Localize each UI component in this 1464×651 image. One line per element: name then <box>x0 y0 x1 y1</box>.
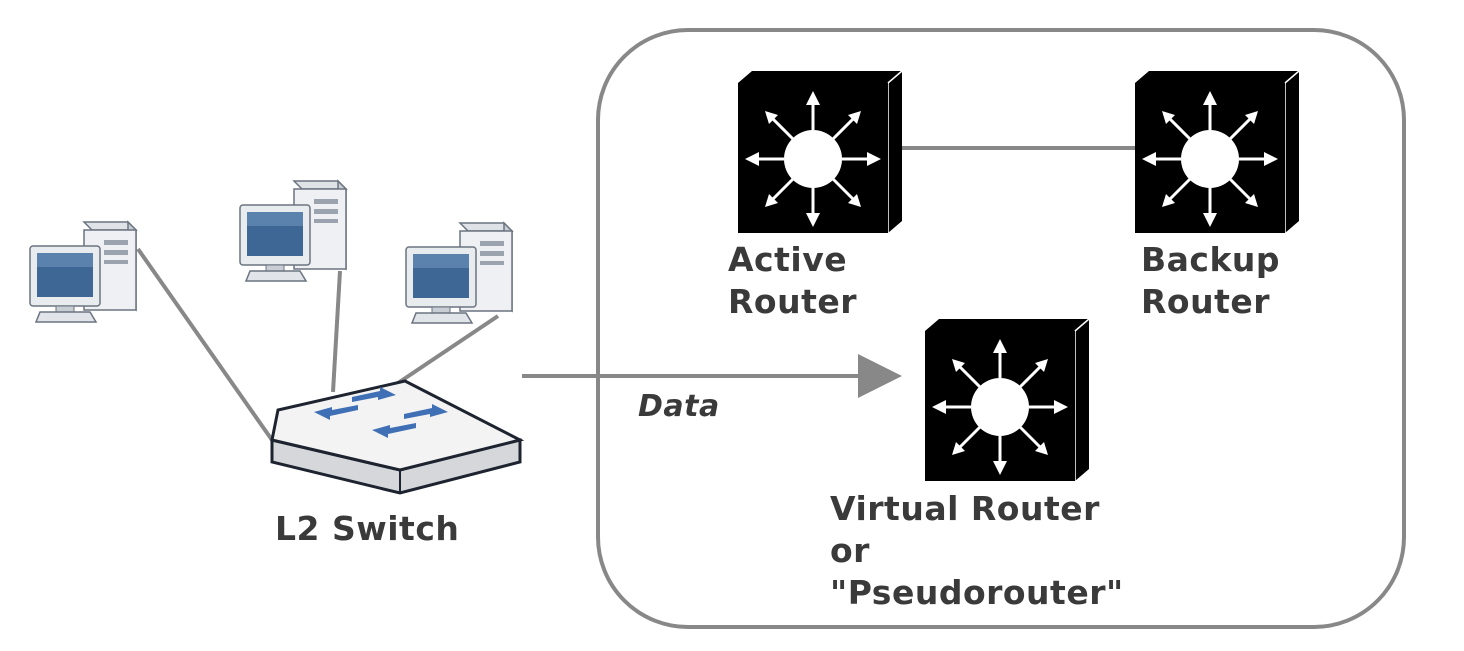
host-computer-3 <box>405 222 513 324</box>
virtual-router-group-boundary <box>596 28 1406 629</box>
host-link-1 <box>136 247 274 442</box>
virtual-router-label-line-1: Virtual Router <box>830 489 1100 528</box>
active-router-icon <box>736 69 904 235</box>
host-link-2 <box>331 270 342 393</box>
active-router-label-line-1: Active <box>728 240 848 279</box>
switch-label: L2 Switch <box>275 509 460 548</box>
data-flow-label: Data <box>638 389 720 424</box>
virtual-router-label-line-3: "Pseudorouter" <box>830 573 1124 612</box>
data-flow-arrow <box>522 354 902 398</box>
router-icon <box>736 69 904 235</box>
desktop-computer-icon <box>239 180 347 282</box>
host-link-3 <box>396 314 500 385</box>
desktop-computer-icon <box>29 221 137 323</box>
host-computer-2 <box>239 180 347 282</box>
router-icon <box>1133 69 1301 235</box>
virtual-router-label: Virtual Router or "Pseudorouter" <box>830 488 1124 614</box>
virtual-router-label-line-2: or <box>830 531 870 570</box>
router-icon <box>923 317 1091 483</box>
switch-icon <box>270 379 525 495</box>
desktop-computer-icon <box>405 222 513 324</box>
virtual-router-icon <box>923 317 1091 483</box>
active-router-label-line-2: Router <box>728 282 858 321</box>
backup-router-label: Backup Router <box>1141 239 1280 323</box>
backup-router-icon <box>1133 69 1301 235</box>
backup-router-label-line-1: Backup <box>1141 240 1281 279</box>
active-router-label: Active Router <box>728 239 857 323</box>
host-links <box>136 247 500 442</box>
backup-router-label-line-2: Router <box>1141 282 1271 321</box>
host-computer-1 <box>29 221 137 323</box>
